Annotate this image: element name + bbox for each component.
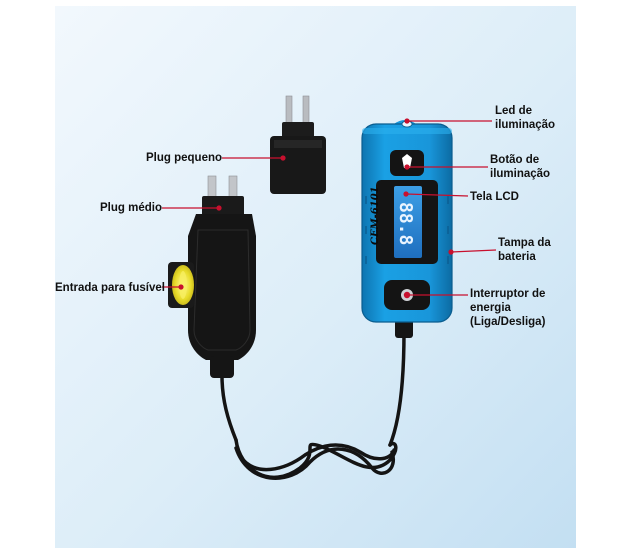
label-botao-iluminacao-line-2: iluminação: [490, 168, 551, 180]
label-entrada-fusivel-text: Entrada para fusível: [55, 282, 165, 294]
lcd-digits: 88.8: [395, 202, 416, 245]
label-tampa-bateria-line-1: Tampa da: [498, 237, 551, 249]
tester-device: [361, 120, 453, 338]
background-panel: [55, 6, 576, 548]
device-side-text: CEM-6101: [370, 186, 381, 245]
label-led-iluminacao: Led de iluminação: [495, 104, 555, 132]
leader-lines: [162, 120, 497, 296]
label-plug-pequeno: Plug pequeno: [146, 151, 222, 165]
label-tampa-bateria: Tampa da bateria: [498, 236, 551, 264]
label-tela-lcd: Tela LCD: [470, 190, 519, 204]
label-plug-medio-text: Plug médio: [100, 202, 162, 214]
label-botao-iluminacao: Botão de iluminação: [490, 153, 550, 181]
label-botao-iluminacao-line-1: Botão de: [490, 154, 540, 166]
label-led-iluminacao-line-1: Led de: [495, 105, 533, 117]
label-plug-pequeno-text: Plug pequeno: [146, 152, 223, 164]
label-interruptor-line-1: Interruptor de: [470, 288, 546, 300]
label-tampa-bateria-line-2: bateria: [498, 251, 536, 263]
label-interruptor-line-2: energia: [470, 302, 511, 314]
label-tela-lcd-text: Tela LCD: [470, 191, 519, 203]
label-entrada-fusivel: Entrada para fusível: [55, 281, 165, 295]
label-led-iluminacao-line-2: iluminação: [495, 119, 556, 131]
label-interruptor: Interruptor de energia (Liga/Desliga): [470, 287, 545, 329]
plug-pequeno: [270, 95, 326, 194]
cable: [220, 330, 406, 480]
label-plug-medio: Plug médio: [100, 201, 162, 215]
label-interruptor-line-3: (Liga/Desliga): [470, 316, 546, 328]
plug-medio-body: [188, 175, 256, 378]
